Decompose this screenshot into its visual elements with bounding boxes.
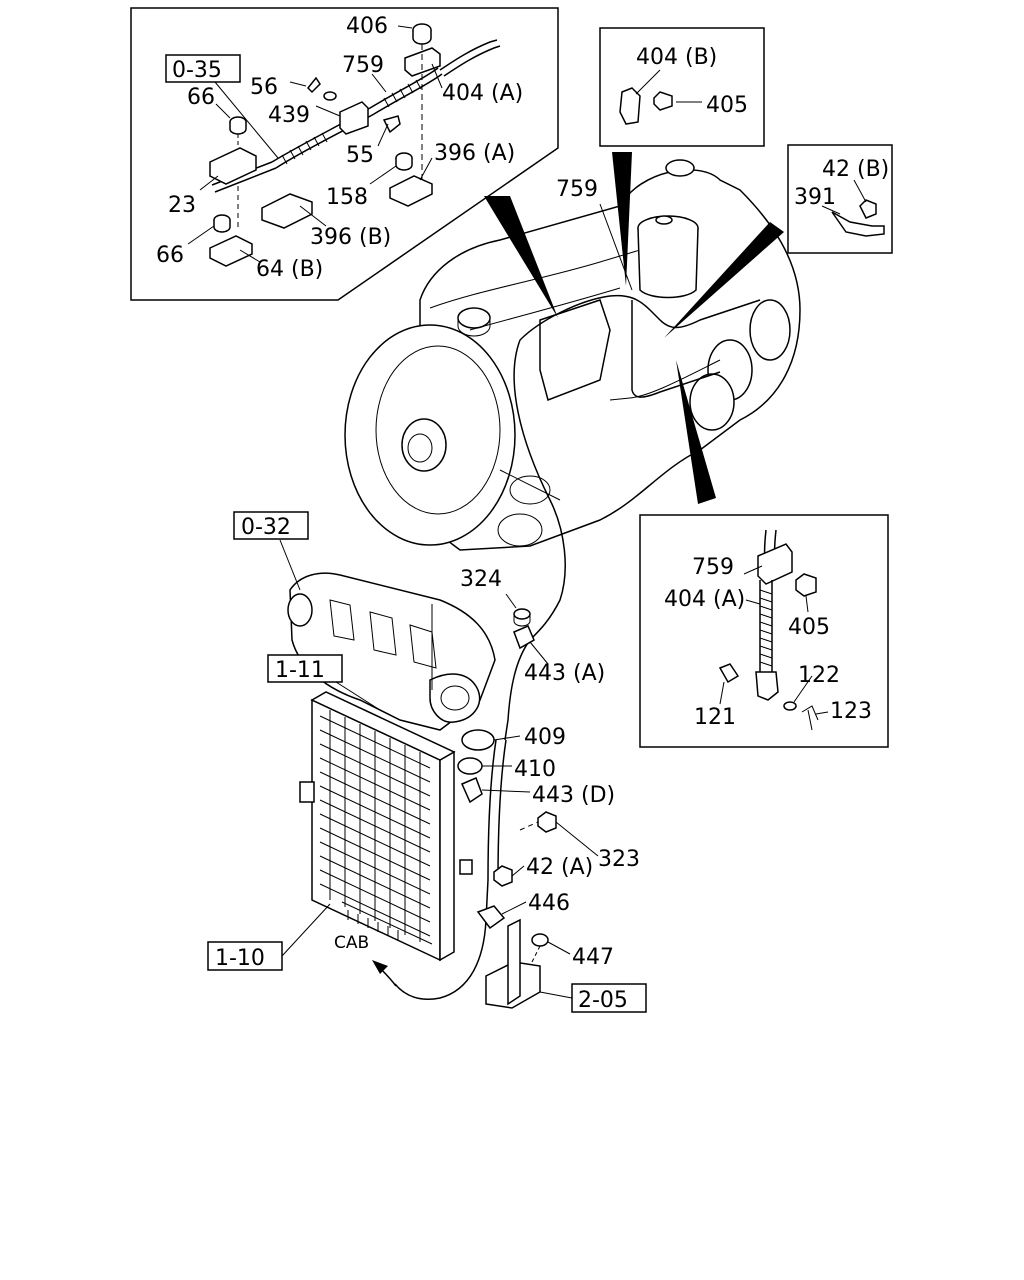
- ref-label-2-05: 2-05: [578, 988, 628, 1013]
- clip-assembly-center: [306, 76, 401, 135]
- bolt-323: [537, 811, 557, 833]
- callout-759-mid: 759: [556, 177, 598, 202]
- bracket-64b: [209, 214, 253, 267]
- callout-66-bottom: 66: [156, 243, 184, 268]
- callout-443d: 443 (D): [532, 783, 615, 808]
- callout-158: 158: [326, 185, 368, 210]
- callout-56: 56: [250, 75, 278, 100]
- callout-409: 409: [524, 725, 566, 750]
- inset-cable-end-detail: [639, 514, 889, 748]
- ref-label-1-10: 1-10: [215, 946, 265, 971]
- callout-446: 446: [528, 891, 570, 916]
- callout-759-right: 759: [692, 555, 734, 580]
- bracket-396a: [389, 152, 433, 207]
- callout-443a: 443 (A): [524, 661, 605, 686]
- bolt-405-right: [795, 573, 817, 597]
- ref-box-2-05[interactable]: [571, 983, 647, 1013]
- cab-direction-arrow: [372, 960, 397, 987]
- coolant-reservoir: [637, 215, 699, 299]
- pin-121: [718, 663, 740, 684]
- radiator: [299, 691, 473, 962]
- ref-label-1-11: 1-11: [275, 658, 325, 683]
- filler-cap: [457, 307, 491, 329]
- cab-label: CAB: [334, 933, 369, 953]
- lower-hardware: [457, 608, 557, 1009]
- clip-410: [457, 757, 483, 775]
- nut-324: [513, 608, 531, 620]
- ref-box-0-32[interactable]: [233, 511, 309, 540]
- callout-439: 439: [268, 103, 310, 128]
- callout-396a: 396 (A): [434, 141, 515, 166]
- main-leaders: [279, 203, 633, 999]
- callout-405-top: 405: [706, 93, 748, 118]
- bolt-405-top: [653, 91, 673, 111]
- callout-447: 447: [572, 945, 614, 970]
- inset-cable-bracket-detail: 0-35: [130, 7, 559, 301]
- intake-manifold: [287, 572, 496, 731]
- bracket-396b: [261, 193, 313, 229]
- ref-label-0-35: 0-35: [172, 58, 222, 83]
- callout-324: 324: [460, 567, 502, 592]
- ref-box-0-35[interactable]: [165, 54, 241, 83]
- inset-bracket-391: [787, 144, 893, 254]
- callout-404b: 404 (B): [636, 45, 717, 70]
- inset-bracket-404b: [599, 27, 765, 147]
- washer-122: [783, 701, 797, 711]
- washer-56: [323, 91, 337, 101]
- callout-323: 323: [598, 847, 640, 872]
- clamp-443a: [513, 625, 535, 650]
- callout-64b: 64 (B): [256, 257, 323, 282]
- callout-55: 55: [346, 143, 374, 168]
- callout-391: 391: [794, 185, 836, 210]
- callout-labels: 406 759 404 (A) 56 66 439 55 396 (A) 158…: [156, 14, 889, 970]
- nut-447: [531, 933, 549, 947]
- callout-42b: 42 (B): [822, 157, 889, 182]
- pointer-wedges: [484, 152, 784, 504]
- bolt-42a: [493, 865, 513, 887]
- callout-121: 121: [694, 705, 736, 730]
- callout-123: 123: [830, 699, 872, 724]
- bracket-23: [209, 116, 257, 228]
- radiator-core-mesh: [319, 710, 431, 942]
- bolt-42b: [859, 199, 877, 219]
- callout-410: 410: [514, 757, 556, 782]
- callout-23: 23: [168, 193, 196, 218]
- callout-405-right: 405: [788, 615, 830, 640]
- callout-404a-top: 404 (A): [442, 81, 523, 106]
- cable-corrugated: [211, 39, 501, 193]
- engine-assembly: [344, 159, 801, 551]
- clamp-446: [476, 905, 506, 930]
- callout-122: 122: [798, 663, 840, 688]
- callout-396b: 396 (B): [310, 225, 391, 250]
- callout-66-top: 66: [187, 85, 215, 110]
- inset-leaders: [187, 25, 443, 263]
- clamp-443d: [461, 777, 483, 804]
- ref-box-1-11[interactable]: [267, 654, 343, 683]
- main-cable: [504, 339, 566, 741]
- clip-409: [461, 729, 495, 751]
- ref-label-0-32: 0-32: [241, 515, 291, 540]
- cotter-123: [801, 705, 819, 731]
- callout-404a-right: 404 (A): [664, 587, 745, 612]
- pin-55: [382, 115, 401, 134]
- bracket-404a-top: [404, 23, 441, 186]
- callout-759-top: 759: [342, 53, 384, 78]
- callout-42a: 42 (A): [526, 855, 593, 880]
- callout-406: 406: [346, 14, 388, 39]
